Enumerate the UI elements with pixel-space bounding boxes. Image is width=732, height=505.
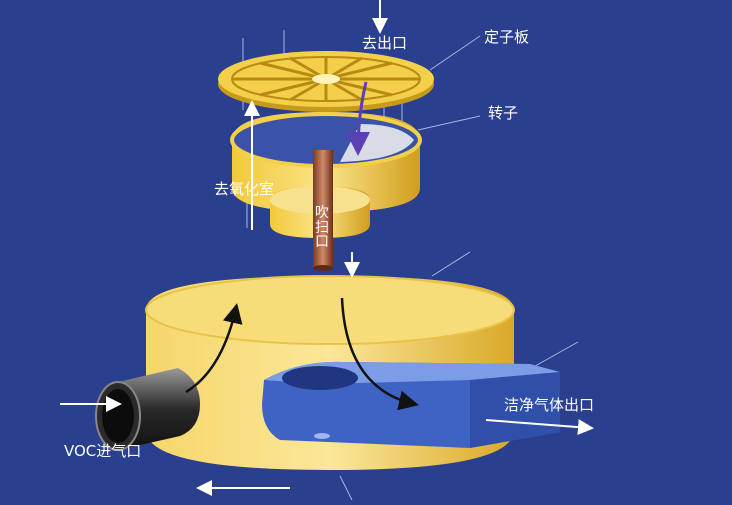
label-oxidation-chamber: 去氧化室 [214, 180, 275, 198]
voc-inlet-pipe-icon [95, 368, 200, 451]
label-stator-plate: 定子板 [484, 28, 530, 46]
label-purge-port: 吹扫口 [315, 205, 329, 251]
label-voc-inlet: VOC进气口 [64, 442, 142, 460]
label-rotor: 转子 [488, 104, 519, 122]
flow-arrows [60, 0, 594, 496]
stator-wheel-icon [218, 51, 434, 112]
purge-pipe-icon [313, 150, 333, 271]
label-clean-gas-outlet: 洁净气体出口 [504, 396, 595, 414]
label-exit-top: 去出口 [362, 34, 408, 52]
